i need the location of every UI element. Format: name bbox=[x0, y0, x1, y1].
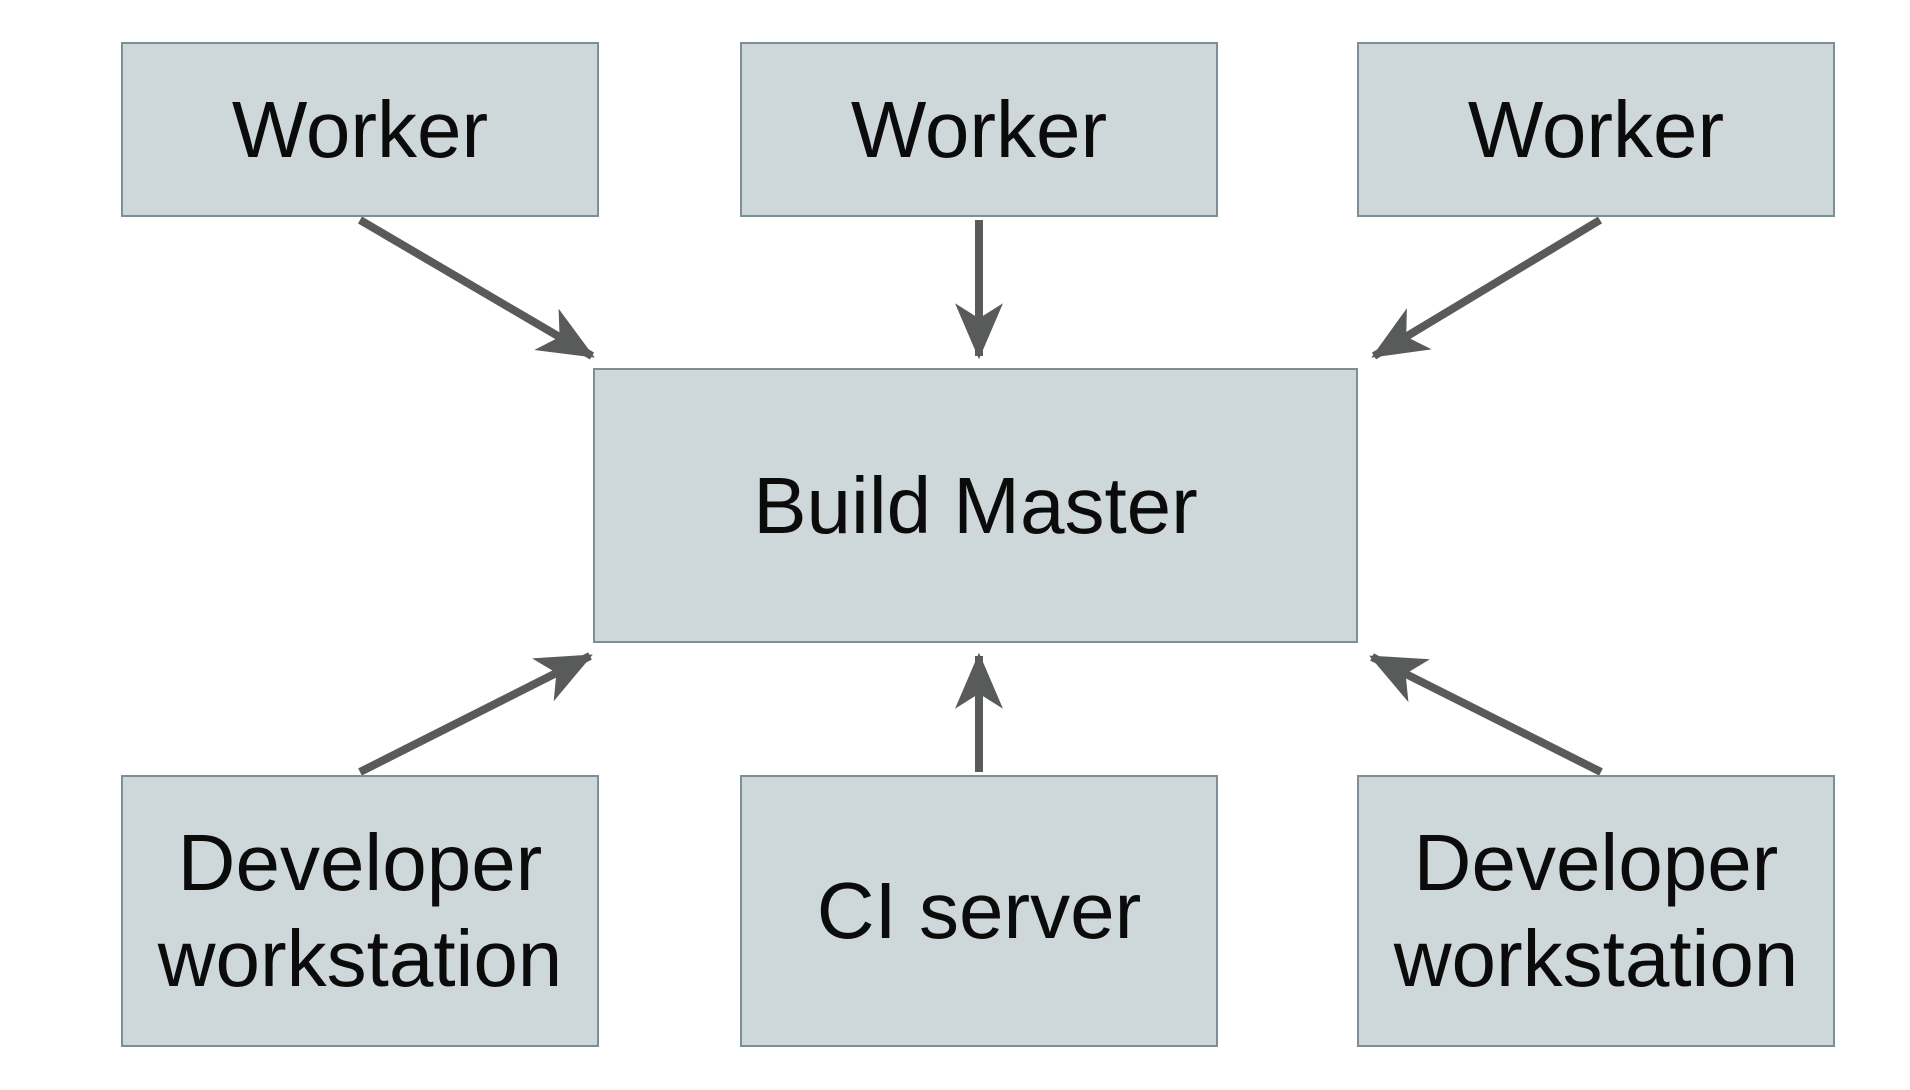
node-build-master-label: Build Master bbox=[753, 460, 1198, 550]
node-developer-workstation-left-label: Developer workstation bbox=[157, 818, 563, 1003]
arrow-dev-workstation-right-to-build-master bbox=[1369, 653, 1603, 776]
node-ci-server: CI server bbox=[740, 775, 1218, 1047]
node-worker-left-label: Worker bbox=[231, 84, 489, 174]
arrow-dev-workstation-left-to-build-master bbox=[358, 652, 593, 776]
node-build-master: Build Master bbox=[593, 368, 1358, 643]
node-worker-center: Worker bbox=[740, 42, 1218, 217]
arrow-worker-left-to-build-master bbox=[357, 216, 595, 360]
node-ci-server-label: CI server bbox=[816, 866, 1142, 955]
node-developer-workstation-right: Developer workstation bbox=[1357, 775, 1835, 1047]
arrow-worker-right-to-build-master bbox=[1371, 216, 1603, 360]
node-developer-workstation-right-label: Developer workstation bbox=[1393, 818, 1799, 1003]
node-worker-right-label: Worker bbox=[1467, 84, 1725, 174]
node-worker-right: Worker bbox=[1357, 42, 1835, 217]
node-developer-workstation-left: Developer workstation bbox=[121, 775, 599, 1047]
node-worker-center-label: Worker bbox=[850, 84, 1108, 174]
node-worker-left: Worker bbox=[121, 42, 599, 217]
